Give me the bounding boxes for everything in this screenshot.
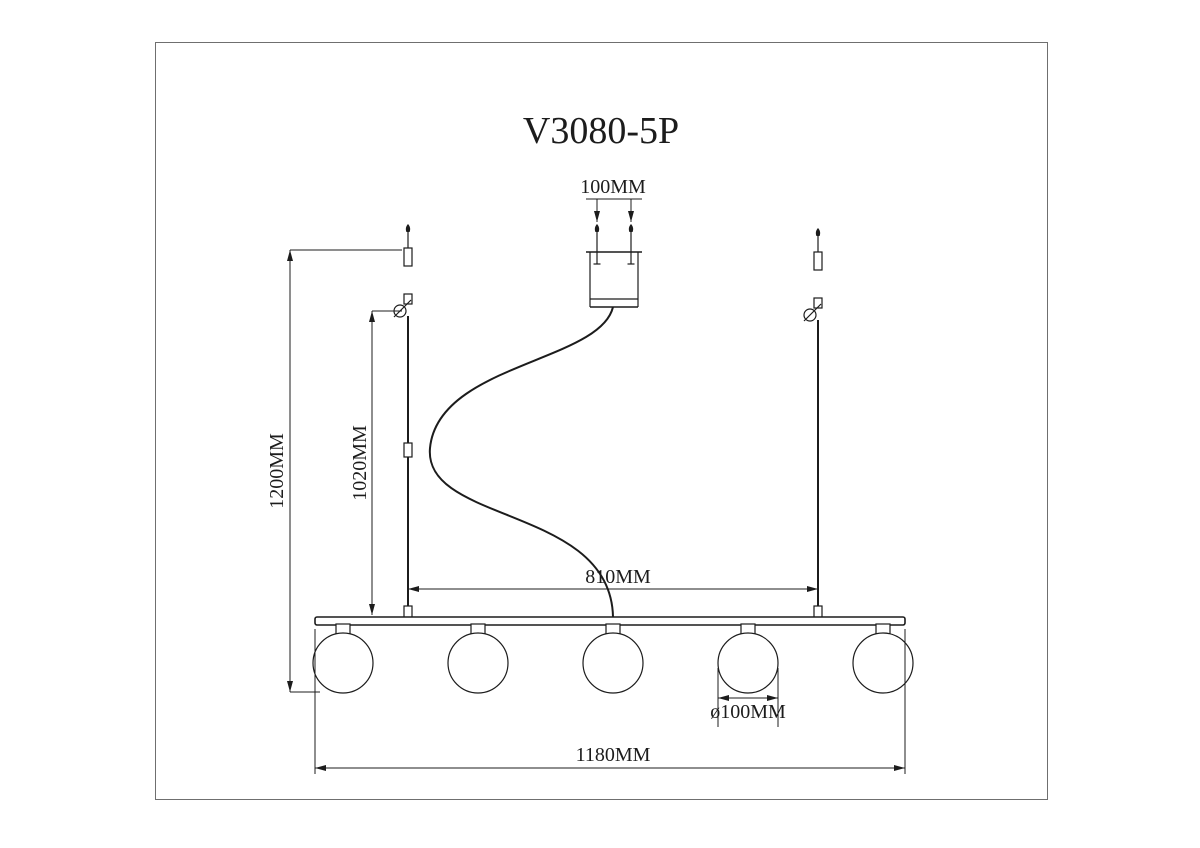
dim-bar-length: 1180MM xyxy=(314,629,906,774)
diagram-title: V3080-5P xyxy=(523,110,679,152)
dim-bar-length-label: 1180MM xyxy=(576,744,651,766)
globe-4 xyxy=(717,632,779,694)
left-rod-connector xyxy=(403,442,413,458)
left-rod xyxy=(393,223,413,619)
left-rod-ceiling-fitting xyxy=(403,247,413,267)
dim-total-height: 1200MM xyxy=(266,249,402,693)
right-rod-swivel-pin xyxy=(803,303,822,322)
dim-canopy-width-label: 100MM xyxy=(580,176,646,198)
dim-shade-diameter: ø100MM xyxy=(710,668,786,727)
left-rod-swivel-pin xyxy=(393,299,412,318)
globe-1 xyxy=(312,632,374,694)
dim-rod-height-label: 1020MM xyxy=(349,425,371,501)
globe-2 xyxy=(447,632,509,694)
right-rod-collar xyxy=(813,297,823,309)
globe-3 xyxy=(582,632,644,694)
dim-shade-diameter-label: ø100MM xyxy=(710,701,786,723)
dim-rod-spacing: 810MM xyxy=(408,566,818,592)
dim-total-height-label: 1200MM xyxy=(266,433,288,509)
dim-canopy-width: 100MM xyxy=(580,176,646,222)
drawing-frame xyxy=(155,42,1048,800)
canopy-screw-left xyxy=(592,223,602,265)
right-rod xyxy=(803,227,823,619)
left-rod-collar xyxy=(403,293,413,305)
right-rod-ceiling-fitting xyxy=(813,251,823,271)
power-cord xyxy=(428,306,614,618)
globe-5 xyxy=(852,632,914,694)
right-rod-swivel-loop xyxy=(803,308,817,322)
canopy-screw-right xyxy=(626,223,636,265)
globes xyxy=(312,623,914,694)
canopy xyxy=(586,223,642,308)
dim-rod-height: 1020MM xyxy=(349,310,402,615)
dim-rod-spacing-label: 810MM xyxy=(585,566,651,588)
